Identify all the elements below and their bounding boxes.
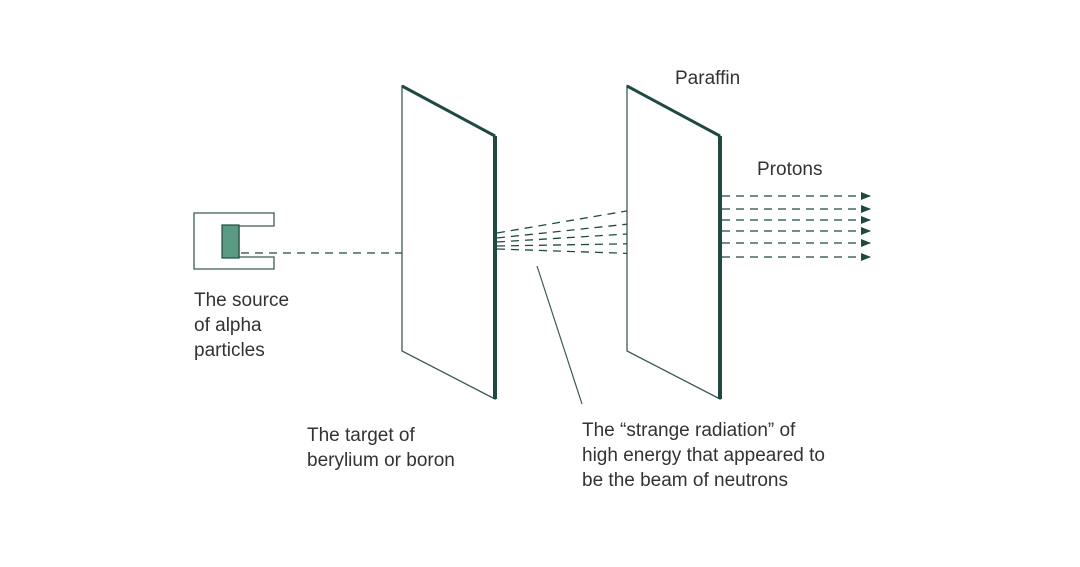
paraffin-label: Paraffin: [675, 68, 741, 89]
alpha-source: [193, 212, 275, 270]
neutron-beams: [496, 202, 677, 259]
source-label: The source of alpha particles: [194, 290, 290, 361]
protons-label: Protons: [757, 159, 823, 180]
alpha-source-material: [221, 224, 240, 259]
target-panel: [401, 84, 497, 401]
proton-beams: [722, 192, 871, 261]
radiation-label: The “strange radiation” of high energy t…: [582, 420, 825, 491]
radiation-leader-line: [536, 265, 583, 405]
target-label: The target of berylium or boron: [307, 425, 455, 471]
paraffin-panel: [626, 84, 722, 401]
